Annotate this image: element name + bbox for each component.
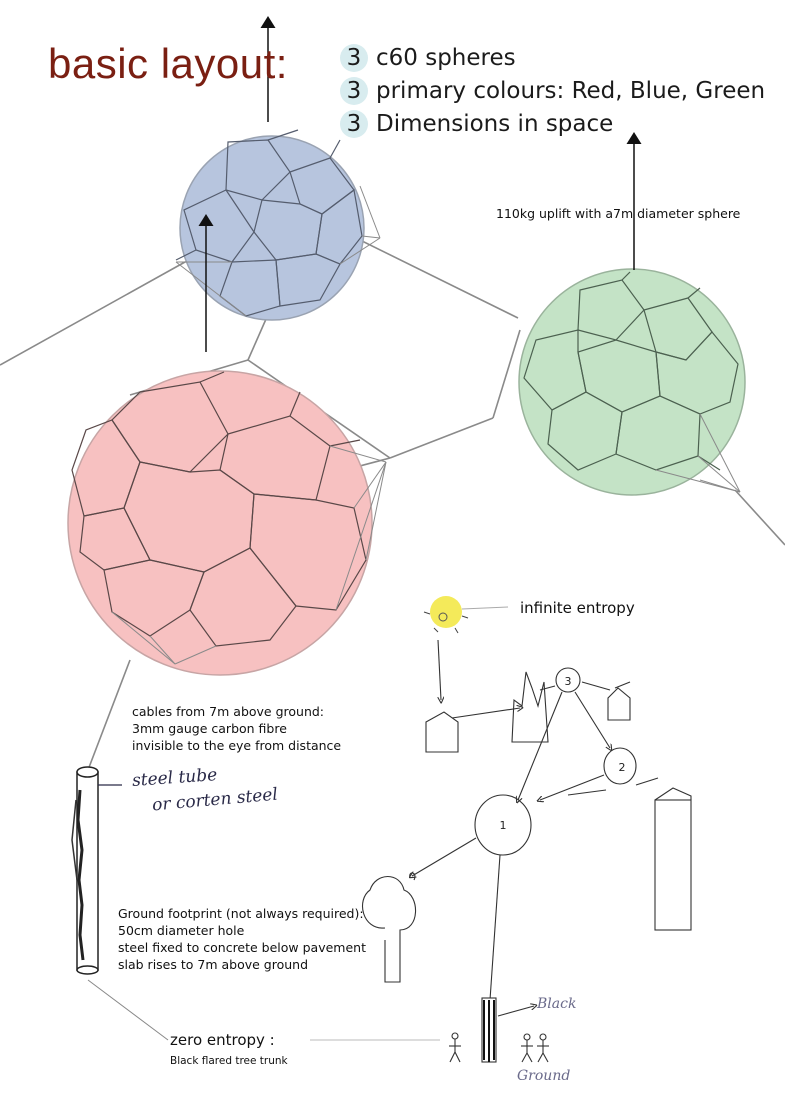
feature-colours: 3 primary colours: Red, Blue, Green: [340, 77, 765, 105]
node-label-2: 2: [619, 761, 626, 774]
feature-number: 3: [340, 77, 368, 105]
entropy-network-sketch: [310, 639, 692, 1063]
footprint-note-line: Ground footprint (not always required):: [118, 906, 364, 921]
feature-number: 3: [340, 44, 368, 72]
zero-entropy-sub: Black flared tree trunk: [170, 1055, 288, 1067]
footprint-note: Ground footprint (not always required): …: [118, 905, 366, 973]
footprint-note-line: 50cm diameter hole: [118, 923, 245, 938]
cables-note-line: cables from 7m above ground:: [132, 704, 325, 719]
cables-note: cables from 7m above ground: 3mm gauge c…: [132, 703, 341, 754]
footprint-note-line: steel fixed to concrete below pavement: [118, 940, 366, 955]
infinite-entropy-label: infinite entropy: [520, 599, 635, 617]
person-figures: [449, 1032, 549, 1063]
feature-text: primary colours: Red, Blue, Green: [376, 78, 766, 104]
cables-note-line: 3mm gauge carbon fibre: [132, 721, 287, 736]
sun-icon: [423, 596, 509, 634]
handwritten-ground: Ground: [517, 1068, 571, 1084]
uplift-note: 110kg uplift with a7m diameter sphere: [496, 206, 741, 221]
blue-sphere: [175, 129, 381, 321]
node-label-3: 3: [565, 675, 572, 688]
feature-text: c60 spheres: [376, 45, 516, 71]
feature-spheres: 3 c60 spheres: [340, 44, 516, 72]
node-label-1: 1: [500, 819, 507, 832]
steel-tube: [71, 766, 169, 1041]
feature-dimensions: 3 Dimensions in space: [340, 110, 613, 138]
red-sphere: [67, 370, 387, 676]
green-sphere: [518, 268, 746, 496]
footprint-note-line: slab rises to 7m above ground: [118, 957, 309, 972]
page-title: basic layout:: [48, 40, 288, 87]
cables-note-line: invisible to the eye from distance: [132, 738, 342, 753]
feature-number: 3: [340, 110, 368, 138]
uplift-arrows: [198, 16, 642, 352]
feature-text: Dimensions in space: [376, 111, 614, 137]
zero-entropy-label: zero entropy :: [170, 1031, 275, 1049]
handwritten-black: Black: [537, 996, 577, 1012]
